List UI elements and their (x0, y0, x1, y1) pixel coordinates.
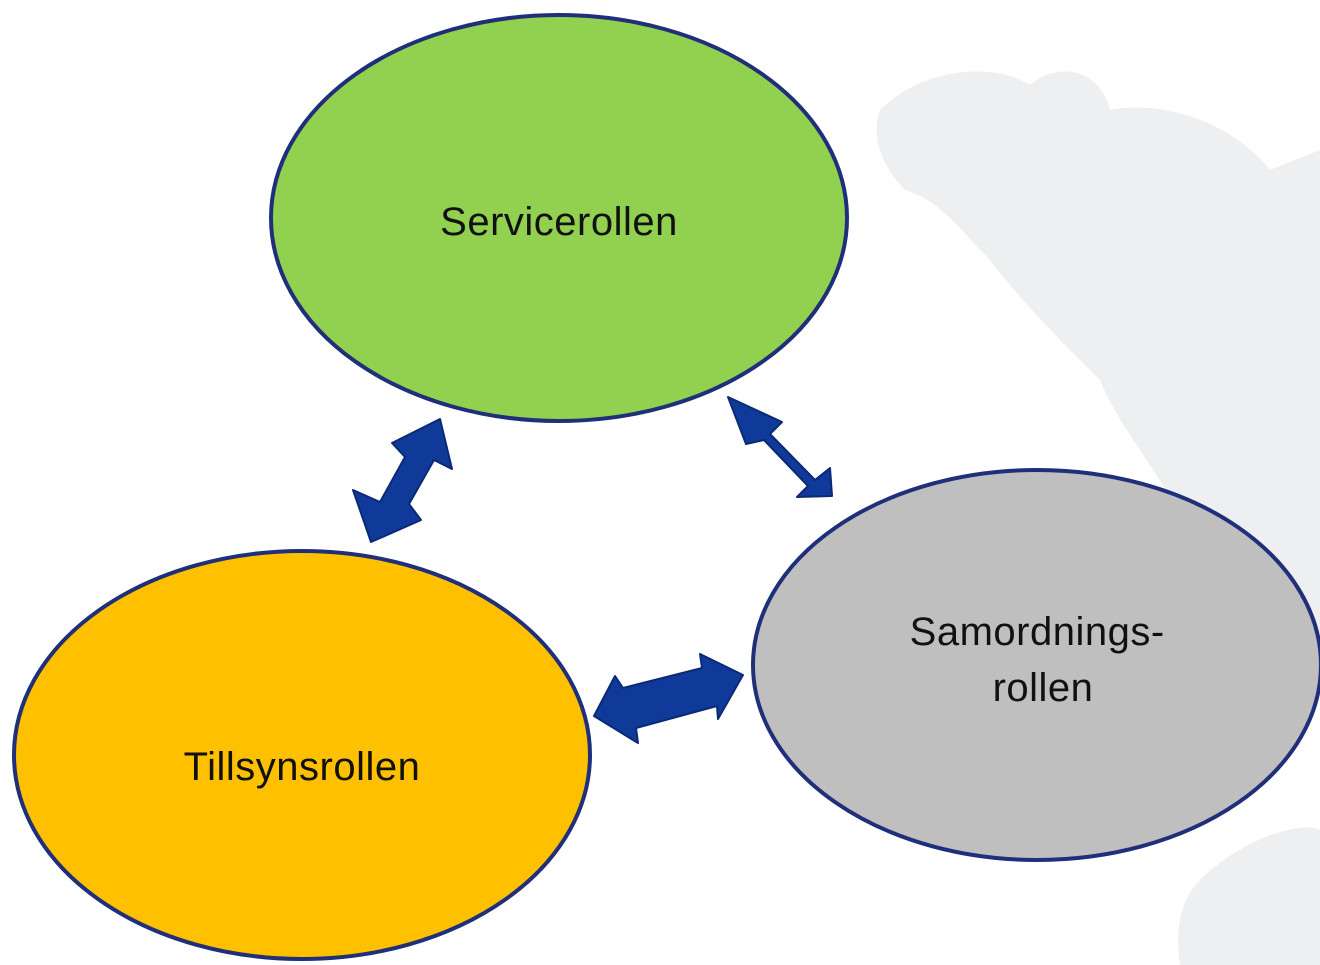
node-samordning: Samordnings- rollen (751, 468, 1320, 862)
lion-watermark-tail (1178, 827, 1320, 965)
node-samordning-label-line1: Samordnings- (910, 610, 1165, 654)
node-service: Servicerollen (269, 13, 849, 423)
lion-watermark (876, 71, 1320, 965)
node-samordning-label-line2: rollen (993, 666, 1094, 710)
lion-watermark-paw (1060, 140, 1253, 420)
node-samordning-shape (751, 468, 1320, 862)
node-service-label: Servicerollen (440, 200, 678, 244)
node-service-shape (269, 13, 849, 423)
node-tillsyn-label: Tillsynsrollen (184, 745, 421, 789)
node-samordning-label: Samordnings- rollen (910, 610, 1177, 710)
node-tillsyn-shape (12, 549, 592, 961)
arrow-service-tillsyn (352, 418, 453, 543)
arrow-tillsyn-samordning (593, 653, 744, 744)
arrow-service-samordning (727, 396, 833, 498)
node-tillsyn: Tillsynsrollen (12, 549, 592, 961)
lion-watermark-shape (876, 71, 1320, 640)
